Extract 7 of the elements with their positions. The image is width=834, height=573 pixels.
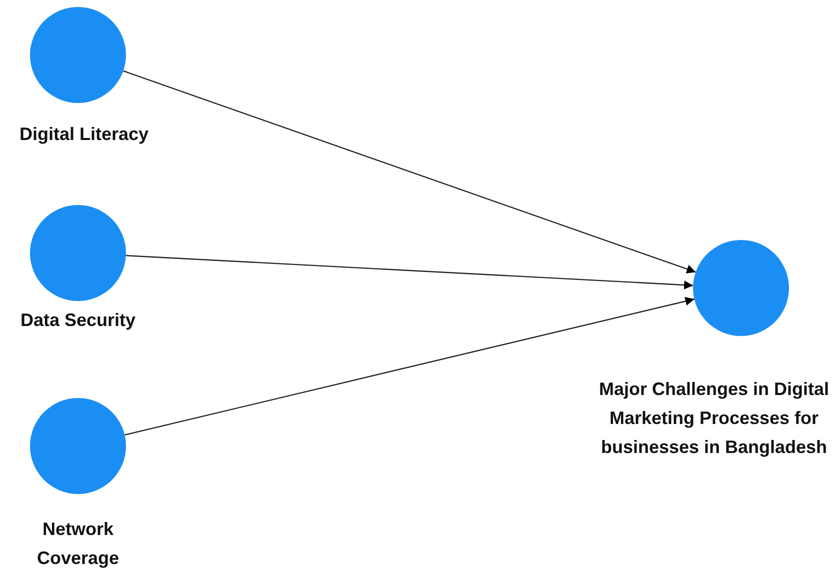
arrow (126, 254, 694, 290)
node-label: Major Challenges in Digital Marketing Processes for businesses in Bangladesh (598, 378, 830, 459)
node-label: Data Security (19, 309, 137, 332)
node-label: Digital Literacy (18, 123, 150, 146)
arrow (123, 70, 696, 274)
node-label: Network Coverage (36, 518, 120, 570)
arrow (124, 296, 694, 436)
